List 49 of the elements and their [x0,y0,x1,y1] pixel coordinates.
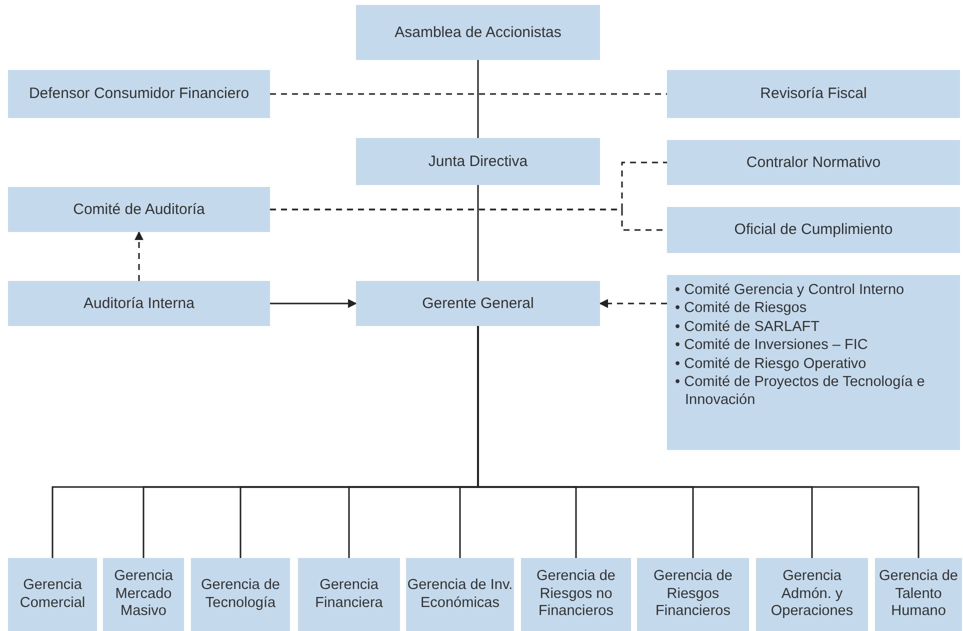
unit-name: Revisoría Fiscal [760,85,867,103]
connector-line [270,93,667,95]
org-unit-box [298,558,400,631]
unit-name: Asamblea de Accionistas [394,24,562,42]
unit-name: Gerente General [422,294,534,312]
unit-name: Defensor Consumidor Financiero [28,85,250,103]
org-unit-box [667,70,960,118]
org-unit-box [756,558,868,631]
unit-name: Gerencia Mercado Masivo [113,568,174,621]
unit-name: Gerencia de Inv. Económicas [407,577,513,612]
org-unit-box [8,281,270,326]
committee-name: • Comité de Riesgos [675,299,808,318]
arrow [599,299,667,308]
unit-name: Gerencia Comercial [18,577,86,612]
org-unit-box [406,558,514,631]
committee-name: • Comité Gerencia y Control Interno [675,281,906,300]
org-unit-box [875,558,962,631]
arrow [134,231,144,281]
unit-name: Gerencia Financiera [314,577,384,612]
org-unit-box [8,187,270,232]
connector-line [477,60,479,138]
arrow [270,299,357,308]
org-unit-box [637,558,749,631]
committee-name: • Comité de Proyectos de Tecnología e Innovación [675,373,926,410]
unit-name: Gerencia de Talento Humano [878,568,959,621]
org-unit-box [521,558,631,631]
org-unit-box [103,558,184,631]
committee-list-box [667,275,960,450]
org-unit-box [356,281,600,326]
org-unit-box [8,558,97,631]
org-unit-box [356,5,600,60]
org-unit-box [667,207,960,253]
org-unit-box [356,138,600,185]
connector-line [477,185,479,281]
unit-name: Gerencia de Tecnología [200,577,281,612]
committee-name: • Comité de Riesgo Operativo [675,354,868,374]
unit-name: Junta Directiva [428,152,528,170]
unit-name: Oficial de Cumplimiento [734,221,893,239]
unit-name: Gerencia de Riesgos no Financieros [536,568,616,621]
org-unit-box [191,558,290,631]
unit-name: Gerencia Admón. y Operaciones [770,568,854,621]
unit-name: Contralor Normativo [746,154,881,172]
unit-name: Gerencia de Riesgos Financieros [652,568,734,621]
org-unit-box [8,70,270,118]
committee-name: • Comité de SARLAFT [675,318,820,336]
unit-name: Comité de Auditoría [73,200,205,218]
org-unit-box [667,140,960,185]
committee-name: • Comité de Inversiones – FIC [675,336,869,355]
unit-name: Auditoría Interna [84,294,194,312]
